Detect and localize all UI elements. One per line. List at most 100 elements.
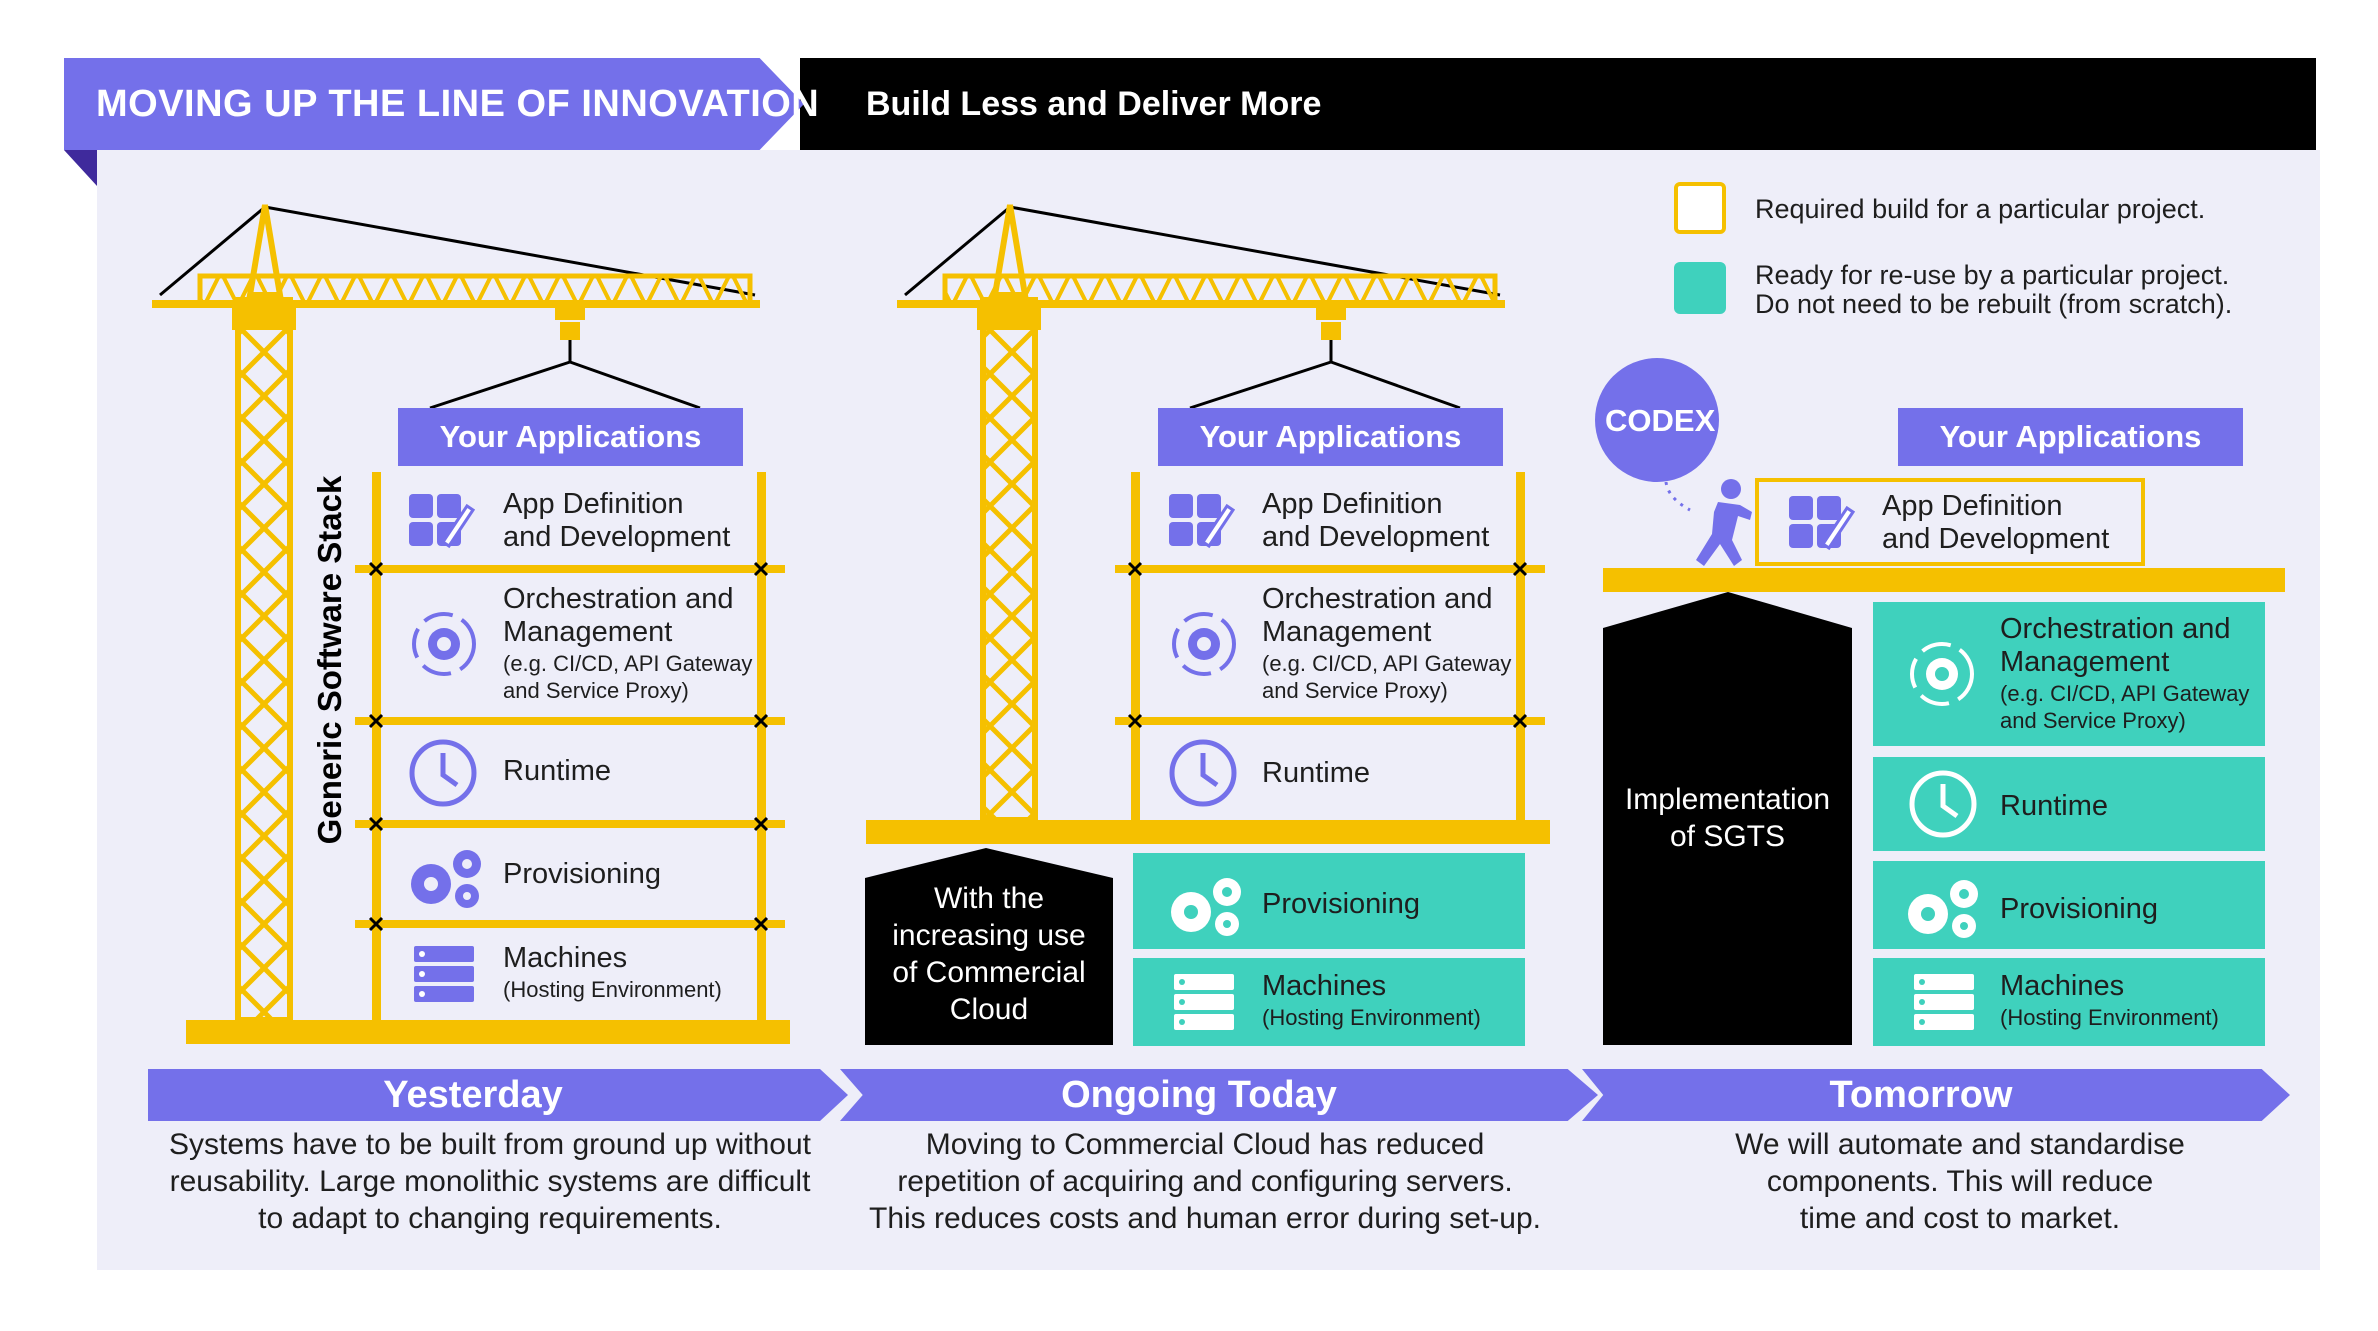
- tomorrow-platform: [1603, 568, 2285, 592]
- today-band-label: Ongoing Today: [1061, 1074, 1337, 1116]
- desc-line3: to adapt to changing requirements.: [258, 1202, 722, 1235]
- orch-line3: (e.g. CI/CD, API Gateway: [2000, 681, 2250, 706]
- orch-line4: and Service Proxy): [1262, 678, 1448, 703]
- desc-line1: Systems have to be built from ground up …: [168, 1128, 811, 1161]
- orch-line1: Orchestration and: [2000, 613, 2231, 645]
- desc-line3: This reduces costs and human error durin…: [869, 1202, 1541, 1235]
- house-line3: of Commercial: [892, 956, 1086, 989]
- orchestration-icon: [1165, 605, 1243, 683]
- yesterday-band: Yesterday: [148, 1069, 848, 1121]
- orch-line2: Management: [2000, 646, 2170, 678]
- machines-label-today: Machines (Hosting Environment): [1262, 970, 1481, 1032]
- pushing-person-icon: [1696, 479, 1752, 566]
- runtime-clock-icon: [1167, 737, 1239, 809]
- app-def-line1: App Definition: [1882, 490, 2063, 522]
- provisioning-gears-icon: [1900, 870, 1982, 942]
- orch-line1: Orchestration and: [503, 583, 734, 615]
- house-line4: Cloud: [949, 993, 1029, 1026]
- machines-server-icon: [1912, 970, 1976, 1034]
- scaffold-today: [1115, 472, 1545, 822]
- provisioning-gears-icon: [403, 840, 485, 912]
- yesterday-description: Systems have to be built from ground up …: [140, 1126, 840, 1237]
- house-line1: With the: [933, 882, 1045, 915]
- machines-line1: Machines: [2000, 970, 2125, 1002]
- runtime-clock-icon: [407, 737, 479, 809]
- orch-line4: and Service Proxy): [2000, 708, 2186, 733]
- scaffold-yesterday: [355, 472, 785, 1028]
- codex-label: CODEX: [1605, 403, 1716, 438]
- orch-line3: (e.g. CI/CD, API Gateway: [1262, 651, 1512, 676]
- machines-server-icon: [1172, 970, 1236, 1034]
- header-subtitle-bar: [800, 58, 2316, 150]
- runtime-label-tomorrow: Runtime: [2000, 790, 2108, 822]
- desc-line1: We will automate and standardise: [1735, 1128, 2185, 1161]
- sgts-text: Implementation of SGTS: [1604, 781, 1851, 855]
- machines-line2: (Hosting Environment): [1262, 1005, 1481, 1030]
- legend-ready-swatch: [1674, 262, 1726, 314]
- codex-circle: [1595, 358, 1719, 482]
- orchestration-icon: [405, 605, 483, 683]
- provisioning-label-today: Provisioning: [1262, 888, 1420, 920]
- orch-line3: (e.g. CI/CD, API Gateway: [503, 651, 753, 676]
- page-title: MOVING UP THE LINE OF INNOVATION: [96, 83, 820, 125]
- desc-line2: repetition of acquiring and configuring …: [897, 1165, 1513, 1198]
- app-def-line2: and Development: [1262, 521, 1490, 553]
- legend-required-label: Required build for a particular project.: [1755, 194, 2206, 224]
- runtime-label-today: Runtime: [1262, 757, 1370, 789]
- machines-line1: Machines: [1262, 970, 1387, 1002]
- orch-line4: and Service Proxy): [503, 678, 689, 703]
- crane-today: [866, 204, 1550, 844]
- provisioning-label-yesterday: Provisioning: [503, 858, 661, 890]
- tomorrow-band: Tomorrow: [1582, 1069, 2290, 1121]
- header-title-bar: [64, 58, 804, 150]
- runtime-label-yesterday: Runtime: [503, 755, 611, 787]
- provisioning-label-tomorrow: Provisioning: [2000, 893, 2158, 925]
- page-subtitle: Build Less and Deliver More: [866, 85, 1322, 123]
- app-def-line1: App Definition: [1262, 488, 1443, 520]
- crane-yesterday: [152, 204, 790, 1044]
- machines-server-icon: [412, 942, 476, 1006]
- machines-label-yesterday: Machines (Hosting Environment): [503, 942, 722, 1004]
- orchestration-icon: [1903, 635, 1981, 713]
- generic-stack-label: Generic Software Stack: [311, 475, 348, 845]
- machines-label-tomorrow: Machines (Hosting Environment): [2000, 970, 2219, 1032]
- vertical-label-anchor: [310, 950, 355, 995]
- orch-line2: Management: [1262, 616, 1432, 648]
- legend-ready-label-1: Ready for re-use by a particular project…: [1755, 260, 2230, 290]
- app-def-box-tomorrow: [1755, 478, 2145, 566]
- commercial-cloud-text: With the increasing use of Commercial Cl…: [866, 880, 1112, 1028]
- machines-line1: Machines: [503, 942, 628, 974]
- orch-line2: Management: [503, 616, 673, 648]
- desc-line3: time and cost to market.: [1799, 1202, 2121, 1235]
- desc-line1: Moving to Commercial Cloud has reduced: [925, 1128, 1485, 1161]
- today-band: Ongoing Today: [840, 1069, 1598, 1121]
- provisioning-gears-icon: [1163, 868, 1245, 940]
- desc-line2: reusability. Large monolithic systems ar…: [169, 1165, 811, 1198]
- machines-line2: (Hosting Environment): [503, 977, 722, 1002]
- app-def-line2: and Development: [503, 521, 731, 553]
- today-description: Moving to Commercial Cloud has reduced r…: [845, 1126, 1565, 1237]
- house-line2: of SGTS: [1669, 820, 1786, 853]
- app-def-line2: and Development: [1882, 523, 2110, 555]
- your-applications-tomorrow: Your Applications: [1898, 408, 2243, 466]
- app-definition-icon: [407, 488, 476, 554]
- machines-line2: (Hosting Environment): [2000, 1005, 2219, 1030]
- legend-ready-label-2: Do not need to be rebuilt (from scratch)…: [1755, 289, 2233, 319]
- app-definition-icon: [1787, 490, 1856, 556]
- tomorrow-band-label: Tomorrow: [1829, 1074, 2013, 1116]
- house-line1: Implementation: [1624, 783, 1831, 816]
- your-applications-yesterday: Your Applications: [398, 408, 743, 466]
- app-def-line1: App Definition: [503, 488, 684, 520]
- desc-line2: components. This will reduce: [1766, 1165, 2154, 1198]
- runtime-clock-icon: [1907, 768, 1979, 840]
- orch-line1: Orchestration and: [1262, 583, 1493, 615]
- legend-required-swatch: [1674, 182, 1726, 234]
- your-applications-today: Your Applications: [1158, 408, 1503, 466]
- tomorrow-description: We will automate and standardise compone…: [1610, 1126, 2310, 1237]
